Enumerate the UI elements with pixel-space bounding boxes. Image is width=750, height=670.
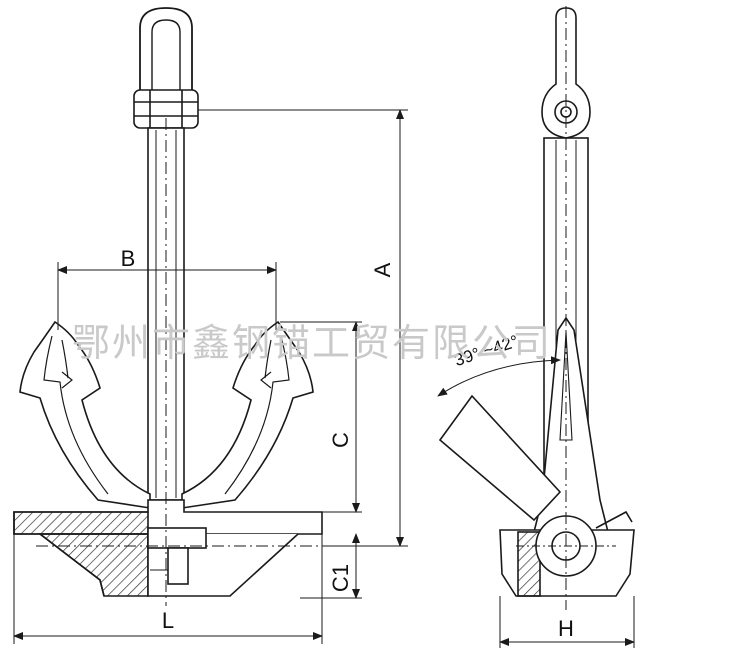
watermark-text: 鄂州市鑫钢锚工贸有限公司 (72, 323, 552, 365)
label-A: A (370, 262, 395, 277)
crown (13, 499, 323, 597)
shackle (133, 7, 199, 129)
label-L: L (162, 608, 174, 633)
rotated-fluke (438, 394, 562, 522)
side-view (438, 7, 635, 597)
label-B: B (121, 246, 136, 271)
side-dimensions (437, 6, 635, 648)
side-crown (499, 510, 635, 597)
label-C: C (328, 432, 353, 448)
label-C1: C1 (328, 564, 353, 592)
shank (147, 127, 185, 501)
label-H: H (558, 616, 574, 641)
front-dimensions (13, 109, 408, 644)
